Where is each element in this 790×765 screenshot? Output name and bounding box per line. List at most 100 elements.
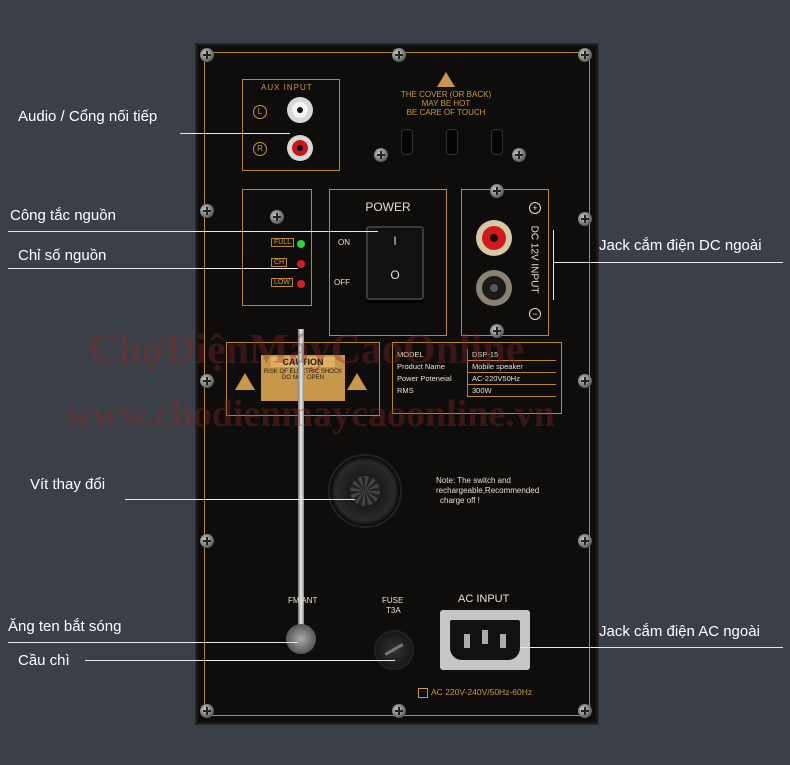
- dc-input-box: DC 12V INPUT + −: [461, 184, 549, 338]
- ac-input-socket[interactable]: [440, 610, 530, 670]
- spec-value: DSP-15: [467, 349, 556, 361]
- callout-line: [8, 268, 298, 269]
- speaker-back-panel: AUX INPUT L R THE COVER (OR BACK) MAY BE…: [195, 43, 599, 725]
- callout-power-switch: Công tắc nguồn: [10, 207, 116, 224]
- screw-icon: [578, 534, 592, 548]
- note-text: Note: The switch and rechargeable,Recomm…: [436, 476, 539, 506]
- fuse-label-1: FUSE: [382, 596, 404, 605]
- screw-icon: [200, 204, 214, 218]
- spec-label: Product Name: [397, 362, 445, 371]
- watermark-title: ChợĐiệnMáyCaoOnline: [88, 327, 525, 373]
- screw-icon: [392, 48, 406, 62]
- aux-left-text: L: [257, 107, 263, 116]
- power-indicator-box: FULL CH LOW: [242, 189, 312, 306]
- aux-right-jack[interactable]: [287, 135, 313, 161]
- adjust-screw-knob[interactable]: [328, 454, 402, 528]
- aux-left-jack[interactable]: [287, 97, 313, 123]
- switch-off-mark: O: [390, 268, 400, 282]
- plus-icon: +: [529, 202, 541, 214]
- aux-left-label: L: [253, 105, 267, 119]
- vent-slot: [401, 129, 413, 155]
- ac-rating-label: AC 220V-240V/50Hz-60Hz: [418, 687, 532, 698]
- callout-line: [553, 262, 783, 263]
- double-insulation-icon: [418, 687, 428, 698]
- warning-triangle-icon: [437, 72, 455, 87]
- shock-triangle-icon: [347, 373, 367, 390]
- power-switch-box: POWER ON OFF I O: [329, 189, 447, 336]
- callout-audio: Audio / Cổng nối tiếp: [18, 108, 158, 125]
- screw-icon: [512, 148, 526, 162]
- callout-line: [85, 660, 395, 661]
- screw-icon: [578, 704, 592, 718]
- switch-on-mark: I: [393, 234, 397, 248]
- aux-input-box: AUX INPUT L R: [242, 79, 340, 171]
- callout-antenna: Ăng ten bắt sóng: [8, 618, 122, 635]
- hot-warning: THE COVER (OR BACK) MAY BE HOT BE CARE O…: [391, 72, 501, 117]
- warning-line-1: THE COVER (OR BACK): [400, 90, 492, 99]
- spec-box: MODEL DSP-15 Product Name Mobile speaker P…: [392, 342, 562, 414]
- note-line-3: charge off !: [440, 496, 480, 505]
- fm-ant-label: FM ANT: [288, 596, 318, 605]
- callout-line: [180, 133, 290, 134]
- callout-line: [125, 499, 355, 500]
- fuse-holder[interactable]: [374, 630, 414, 670]
- screw-icon: [200, 704, 214, 718]
- screw-icon: [374, 148, 388, 162]
- led-ch-label: CH: [271, 258, 288, 267]
- screw-icon: [578, 48, 592, 62]
- spec-table: MODEL DSP-15 Product Name Mobile speaker P…: [397, 349, 556, 397]
- callout-line: [520, 647, 783, 648]
- callout-line: [8, 642, 298, 643]
- warning-line-3: BE CARE OF TOUCH: [406, 108, 486, 117]
- dc-positive-terminal[interactable]: [476, 220, 512, 256]
- caution-triangle-icon: [235, 373, 255, 390]
- antenna-rod[interactable]: [298, 329, 304, 639]
- callout-bracket: [553, 230, 554, 300]
- watermark-url: www.chodienmaycaoonline.vn: [65, 393, 555, 435]
- power-rocker-switch[interactable]: I O: [366, 226, 424, 300]
- led-low-indicator: [297, 280, 305, 288]
- ac-rating-text: AC 220V-240V/50Hz-60Hz: [431, 687, 533, 697]
- aux-right-label: R: [253, 142, 267, 156]
- spec-label: MODEL: [397, 350, 424, 360]
- vent-slot: [491, 129, 503, 155]
- power-title: POWER: [365, 200, 411, 214]
- screw-icon: [200, 48, 214, 62]
- callout-line: [8, 231, 378, 232]
- minus-icon: −: [529, 308, 541, 320]
- fuse-label-2: T3A: [386, 606, 401, 615]
- screw-icon: [490, 184, 504, 198]
- callout-dc-jack: Jack cắm điện DC ngoài: [599, 237, 762, 254]
- screw-icon: [270, 210, 284, 224]
- callout-ac-jack: Jack cắm điện AC ngoài: [599, 623, 760, 640]
- note-line-2: rechargeable,Recommended: [436, 486, 540, 495]
- power-on-label: ON: [338, 238, 350, 247]
- spec-label: RMS: [397, 386, 414, 395]
- screw-icon: [200, 534, 214, 548]
- spec-value: Mobile speaker: [467, 360, 556, 373]
- table-row: Power Poteneial AC-220V50Hz: [397, 372, 556, 385]
- callout-screw: Vít thay đổi: [30, 476, 106, 493]
- screw-icon: [392, 704, 406, 718]
- note-line-1: Note: The switch and: [436, 476, 512, 485]
- screw-icon: [578, 212, 592, 226]
- screw-icon: [200, 374, 214, 388]
- screw-icon: [490, 324, 504, 338]
- led-full-label: FULL: [271, 238, 295, 247]
- vent-slot: [446, 129, 458, 155]
- antenna-base: [286, 624, 316, 654]
- power-off-label: OFF: [334, 278, 350, 287]
- callout-power-indicator: Chỉ số nguồn: [18, 247, 107, 264]
- spec-label: Power Poteneial: [397, 374, 452, 383]
- led-ch-indicator: [297, 260, 305, 268]
- callout-fuse: Cầu chì: [18, 652, 70, 669]
- led-low-label: LOW: [271, 278, 293, 287]
- dc-negative-terminal[interactable]: [476, 270, 512, 306]
- dc-input-label: DC 12V INPUT: [528, 225, 540, 294]
- screw-icon: [578, 374, 592, 388]
- aux-right-text: R: [257, 144, 263, 153]
- led-full-indicator: [297, 240, 305, 248]
- spec-value: AC-220V50Hz: [467, 372, 556, 385]
- warning-line-2: MAY BE HOT: [421, 99, 471, 108]
